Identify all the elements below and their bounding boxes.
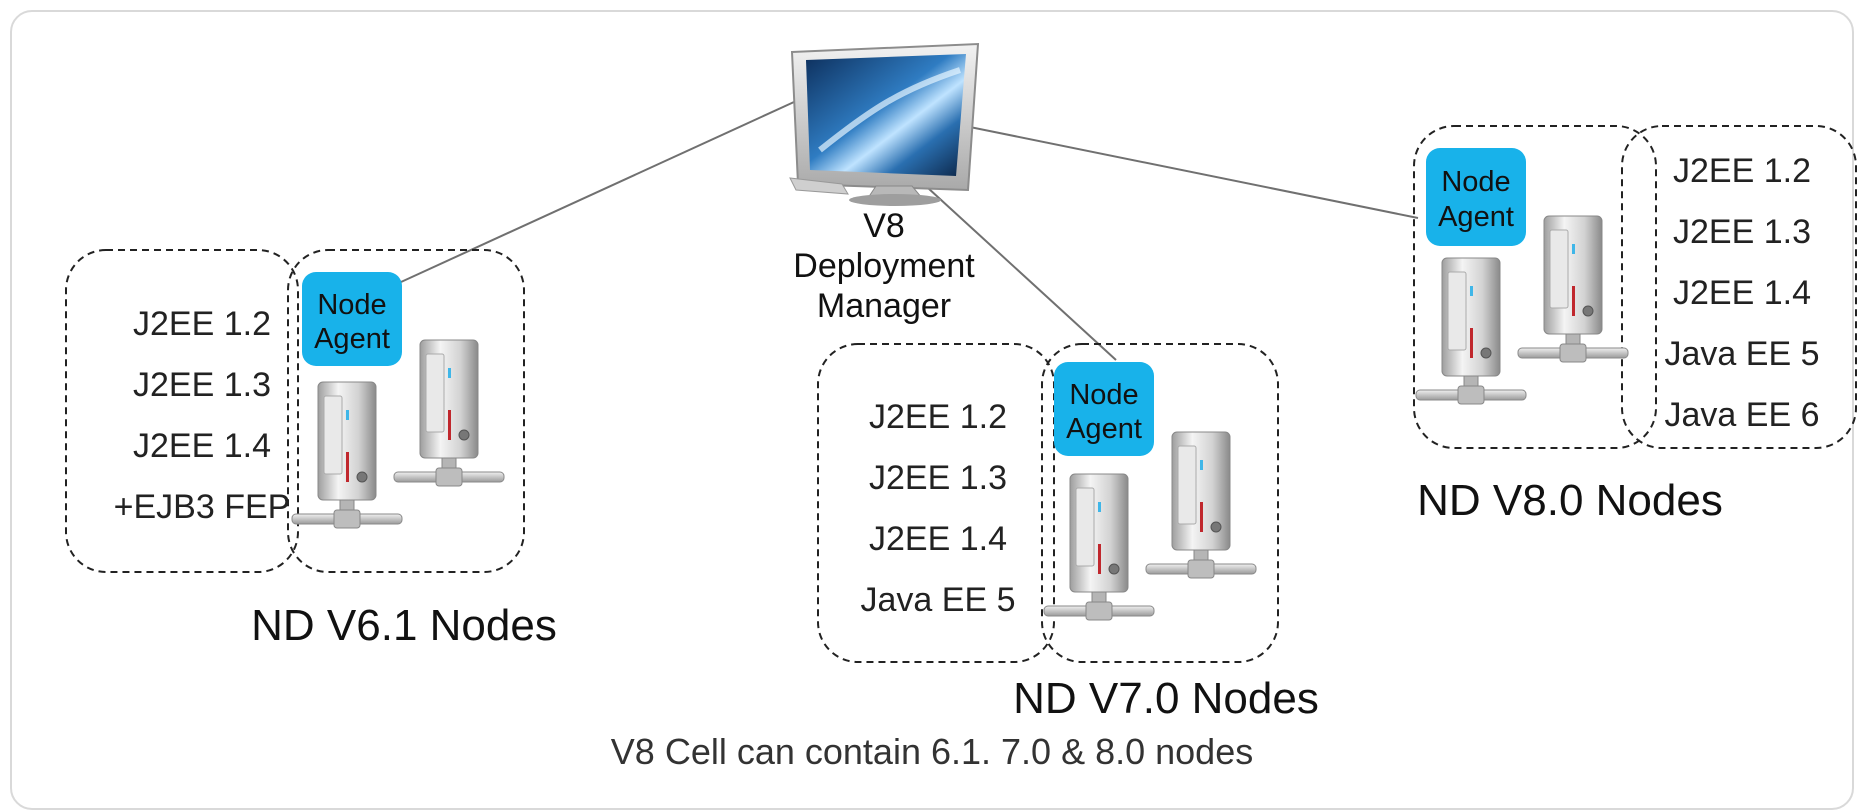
node-agent-badge	[302, 272, 402, 366]
spec-item: J2EE 1.4	[1673, 274, 1811, 312]
node-group-v80: J2EE 1.2 J2EE 1.3 J2EE 1.4 Java EE 5 Jav…	[1413, 125, 1857, 525]
node-agent-line-1: Node	[317, 289, 386, 321]
server-tower-icon	[1145, 431, 1257, 579]
node-agent-line-2: Agent	[314, 323, 390, 355]
spec-item: J2EE 1.2	[133, 305, 271, 343]
node-agent-badge	[1054, 362, 1154, 456]
specs-box	[1621, 125, 1857, 449]
node-agent-badge	[1426, 148, 1526, 246]
spec-item: +EJB3 FEP	[114, 488, 291, 526]
server-tower-icon	[393, 339, 505, 487]
dm-label-line-1: V8	[863, 207, 905, 245]
node-group-v70: J2EE 1.2 J2EE 1.3 J2EE 1.4 Java EE 5 Nod…	[817, 343, 1319, 723]
link-v70	[927, 187, 1117, 361]
link-v80	[959, 124, 1419, 219]
spec-item: J2EE 1.3	[869, 459, 1007, 497]
node-group-v61: J2EE 1.2 J2EE 1.3 J2EE 1.4 +EJB3 FEP Nod…	[65, 249, 557, 650]
monitor-icon	[789, 42, 980, 206]
spec-item: J2EE 1.2	[1673, 152, 1811, 190]
group-title: ND V6.1 Nodes	[251, 601, 557, 650]
dm-label-line-2: Deployment	[793, 247, 975, 285]
spec-item: J2EE 1.3	[133, 366, 271, 404]
specs-box	[65, 249, 299, 573]
spec-item: Java EE 5	[1665, 335, 1820, 373]
group-title: ND V7.0 Nodes	[1013, 674, 1319, 723]
server-tower-icon	[1517, 215, 1629, 363]
spec-item: Java EE 5	[861, 581, 1016, 619]
topology-diagram: V8 Deployment Manager J2EE 1.2 J2EE 1.3 …	[65, 42, 1857, 772]
link-v61	[400, 101, 795, 283]
node-agent-line-2: Agent	[1438, 201, 1514, 233]
server-tower-icon	[1415, 257, 1527, 405]
node-agent-line-1: Node	[1069, 379, 1138, 411]
node-agent-line-2: Agent	[1066, 413, 1142, 445]
spec-item: J2EE 1.4	[869, 520, 1007, 558]
spec-item: J2EE 1.2	[869, 398, 1007, 436]
server-tower-icon	[291, 381, 403, 529]
cell-caption: V8 Cell can contain 6.1. 7.0 & 8.0 nodes	[611, 731, 1253, 772]
servers-box	[1041, 343, 1279, 663]
servers-box	[287, 249, 525, 573]
spec-item: Java EE 6	[1665, 396, 1820, 434]
specs-box	[817, 343, 1055, 663]
spec-item: J2EE 1.4	[133, 427, 271, 465]
group-title: ND V8.0 Nodes	[1417, 476, 1723, 525]
server-tower-icon	[1043, 473, 1155, 621]
spec-item: J2EE 1.3	[1673, 213, 1811, 251]
dm-label-line-3: Manager	[817, 287, 951, 325]
node-agent-line-1: Node	[1441, 166, 1510, 198]
